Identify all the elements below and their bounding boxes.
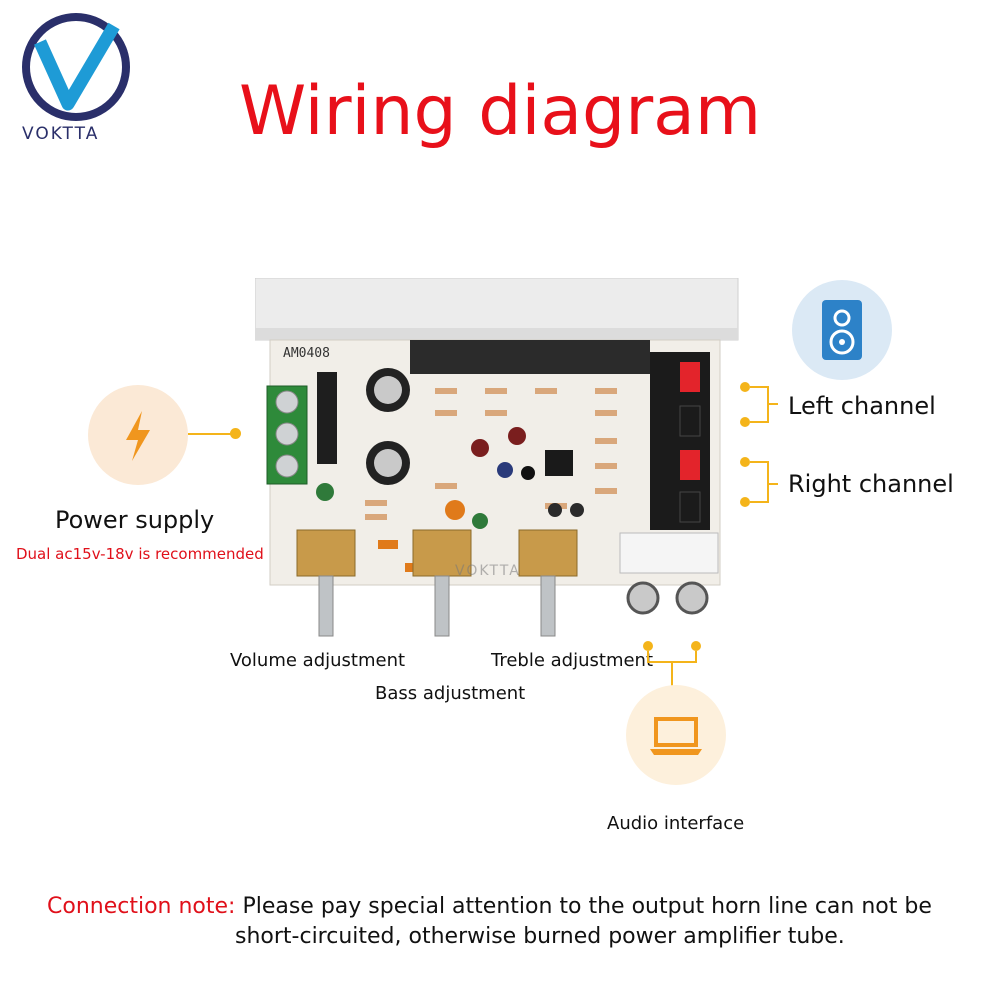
right-channel-bracket: [740, 457, 780, 507]
left-channel-bracket: [740, 382, 780, 427]
laptop-icon: [626, 685, 726, 785]
board-model: AM0408: [283, 346, 330, 361]
brand-logo: [18, 12, 133, 122]
right-channel-label: Right channel: [788, 470, 954, 498]
page-title: Wiring diagram: [238, 72, 762, 151]
left-channel-label: Left channel: [788, 392, 936, 420]
amplifier-board: AM0408 VOKTTA: [254, 277, 740, 643]
board-watermark: VOKTTA: [455, 563, 521, 579]
brand-name: VOKTTA: [22, 124, 100, 144]
power-supply-label: Power supply: [55, 506, 215, 534]
audio-interface-label: Audio interface: [607, 813, 745, 834]
connection-note-line1: Please pay special attention to the outp…: [242, 894, 932, 919]
lightning-icon: [88, 385, 188, 485]
treble-adjustment-label: Treble adjustment: [491, 650, 654, 671]
speaker-icon: [792, 280, 892, 380]
bass-adjustment-label: Bass adjustment: [375, 683, 526, 704]
volume-adjustment-label: Volume adjustment: [230, 650, 406, 671]
power-supply-note: Dual ac15v-18v is recommended: [16, 545, 264, 563]
connection-note-key: Connection note:: [47, 894, 236, 919]
power-connector-line: [188, 433, 235, 435]
power-connector-dot: [230, 428, 241, 439]
audio-connector-line: [640, 638, 705, 686]
connection-note: Connection note: Please pay special atte…: [47, 892, 967, 952]
connection-note-line2: short-circuited, otherwise burned power …: [235, 924, 845, 949]
